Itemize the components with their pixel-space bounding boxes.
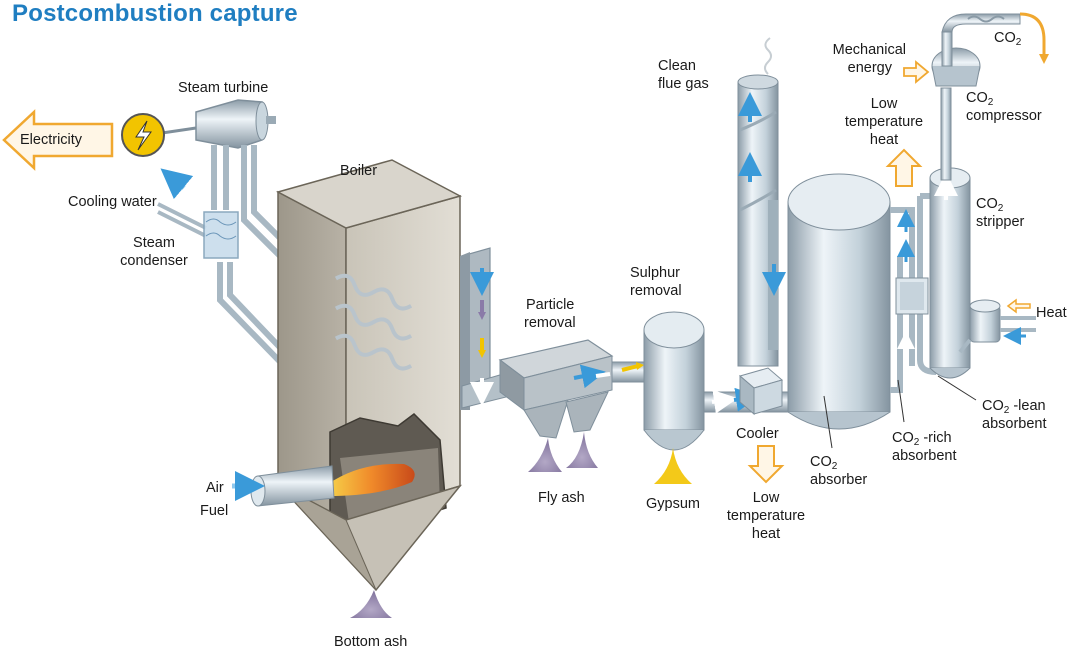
label-co2-compressor-line2: compressor [966, 108, 1042, 124]
co2-output-arrow-icon [1019, 12, 1049, 64]
label-low-temp-heat-bottom-line2: temperature [726, 508, 806, 524]
reboiler [958, 299, 1036, 354]
label-air: Air [206, 480, 224, 496]
label-boiler: Boiler [340, 163, 378, 179]
label-co2-stripper-line1: CO2 [976, 196, 1004, 214]
label-low-temp-heat-top-line3: heat [869, 132, 899, 148]
label-cooling-water: Cooling water [68, 194, 157, 210]
label-bottom-ash: Bottom ash [334, 634, 408, 650]
co2-compressor [931, 13, 1021, 87]
heat-exchanger [895, 277, 929, 315]
label-co2-absorber-line2: absorber [810, 472, 868, 488]
generator-lightning-icon [121, 113, 165, 157]
label-electricity: Electricity [20, 132, 83, 148]
label-sulphur-removal-line1: Sulphur [630, 265, 680, 281]
leader-lines [823, 375, 977, 449]
label-co2-output: CO2 [994, 30, 1022, 48]
boiler [275, 159, 463, 592]
label-co2-lean-line2: absorbent [982, 416, 1047, 432]
cooling-water-pipes [157, 202, 207, 238]
chimney [737, 74, 779, 367]
label-clean-flue-gas-line2: flue gas [658, 76, 709, 92]
label-heat: Heat [1036, 305, 1067, 321]
label-mechanical-energy-line2: energy [847, 60, 892, 76]
fly-ash-piles [528, 432, 598, 472]
cooler-box [738, 367, 784, 416]
label-co2-compressor-line1: CO2 [966, 90, 994, 108]
label-low-temp-heat-top-line2: temperature [844, 114, 924, 130]
label-fuel: Fuel [200, 503, 229, 519]
electricity-arrow-icon [2, 109, 114, 171]
label-co2-stripper-line2: stripper [976, 214, 1025, 230]
label-co2-rich-line1: CO2 -rich [892, 430, 952, 448]
label-co2-absorber-line1: CO2 [810, 454, 838, 472]
co2-absorber [787, 173, 891, 430]
steam-icon [764, 37, 772, 75]
page-title: Postcombustion capture [12, 0, 298, 27]
bottom-ash-pile [350, 590, 392, 618]
label-particle-removal-line1: Particle [526, 297, 575, 313]
flow-arrows-duct [470, 268, 494, 406]
steam-condenser [203, 211, 239, 259]
steam-turbine [195, 99, 276, 149]
flame-icon [328, 463, 415, 496]
flue-duct [460, 247, 511, 410]
steam-pipes [211, 145, 295, 375]
low-temp-heat-down-arrow-icon [747, 445, 785, 484]
mechanical-energy-arrow-icon [903, 60, 930, 84]
label-steam-condenser-line1: Steam [133, 235, 175, 251]
label-steam-condenser-line2: condenser [120, 253, 188, 269]
label-gypsum: Gypsum [646, 496, 700, 512]
label-low-temp-heat-top-line1: Low [870, 96, 898, 112]
label-low-temp-heat-bottom-line1: Low [752, 490, 780, 506]
label-co2-rich-line2: absorbent [892, 448, 957, 464]
label-low-temp-heat-bottom-line3: heat [751, 526, 781, 542]
sulphur-removal-tower [643, 311, 705, 451]
low-temp-heat-up-arrow-icon [885, 148, 923, 187]
label-mechanical-energy-line1: Mechanical [832, 42, 906, 58]
label-fly-ash: Fly ash [538, 490, 585, 506]
heat-arrow-icon [1006, 298, 1031, 314]
label-cooler: Cooler [736, 426, 779, 442]
label-steam-turbine: Steam turbine [178, 80, 269, 96]
label-sulphur-removal-line2: removal [630, 283, 682, 299]
label-co2-lean-line1: CO2 -lean [982, 398, 1046, 416]
co2-stripper [929, 167, 971, 379]
label-clean-flue-gas-line1: Clean [658, 58, 696, 74]
label-particle-removal-line2: removal [524, 315, 576, 331]
gypsum-pile [654, 448, 692, 484]
particle-removal-unit [498, 339, 614, 439]
